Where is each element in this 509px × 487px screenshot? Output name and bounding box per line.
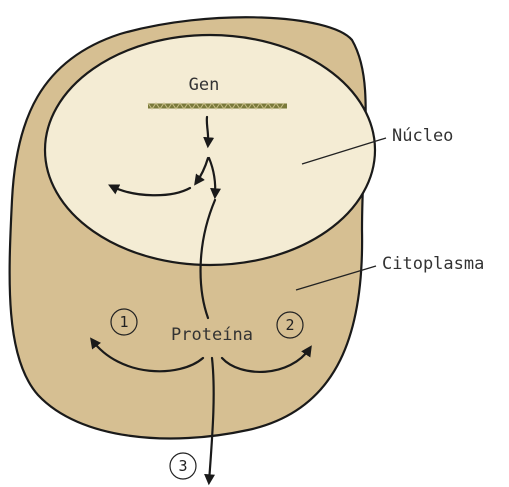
marker-3: 3 [170,453,196,479]
cytoplasm-label: Citoplasma [382,254,484,274]
protein-label: Proteína [171,325,253,345]
gene-label: Gen [189,75,220,95]
nucleus [45,35,375,265]
svg-text:1: 1 [119,313,128,331]
gene-strand [148,103,287,109]
nucleus-label: Núcleo [392,126,453,146]
svg-text:2: 2 [285,316,294,334]
svg-text:3: 3 [178,457,187,475]
